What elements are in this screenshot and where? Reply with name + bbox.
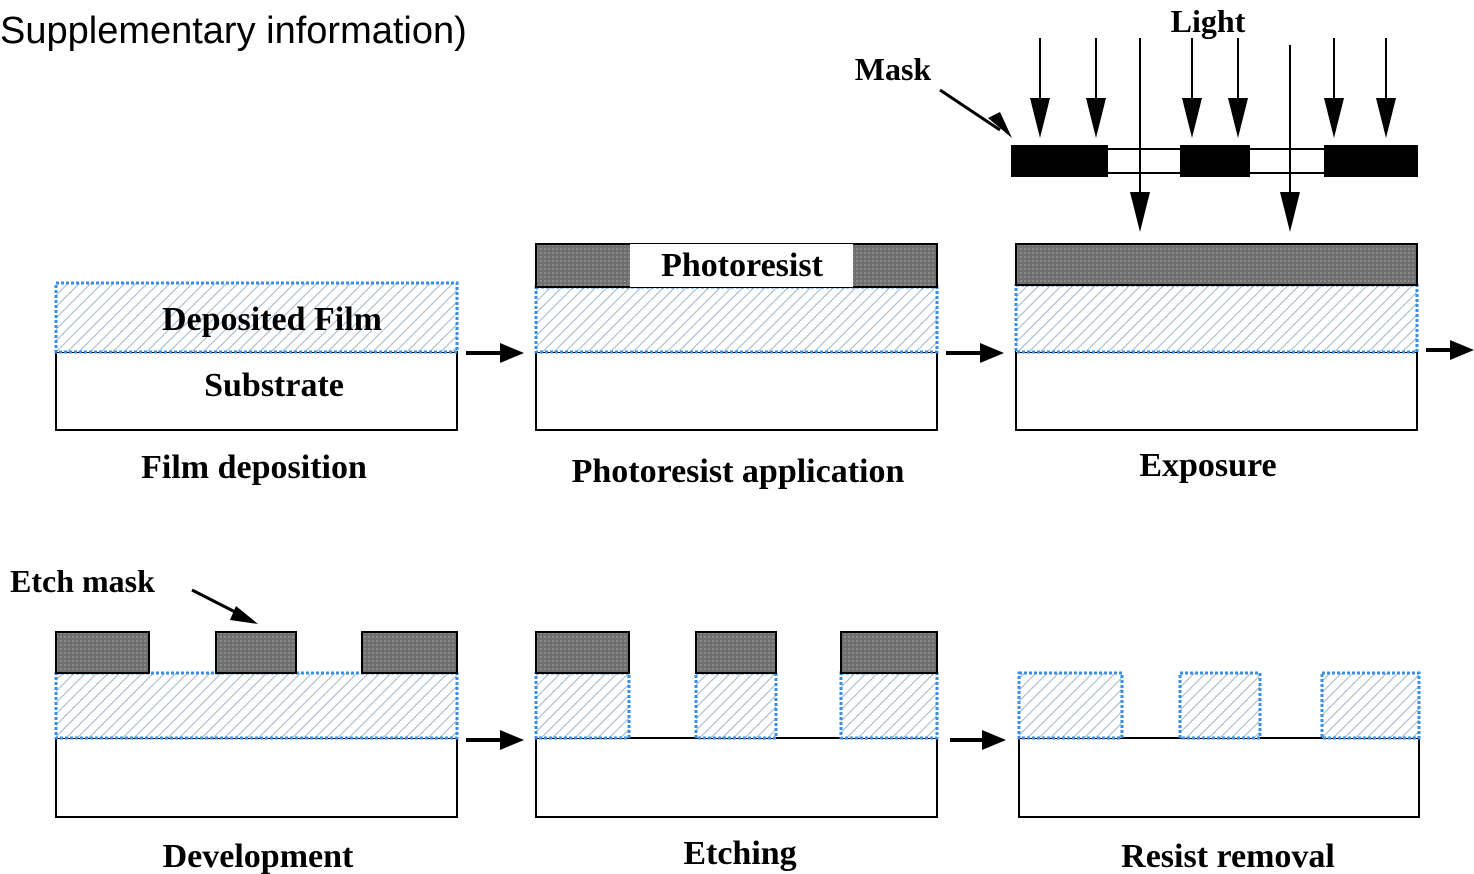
step-caption: Exposure (1139, 447, 1276, 484)
process-arrow (950, 730, 1006, 750)
film-block (534, 671, 631, 740)
deposited-film-layer (54, 281, 459, 354)
etch-mask-pointer-arrow (191, 588, 258, 624)
substrate-label: Substrate (204, 367, 344, 404)
mask-label: Mask (855, 51, 932, 87)
photoresist-label: Photoresist (661, 247, 823, 284)
light-label: Light (1171, 3, 1246, 39)
mask-pointer-arrow (939, 88, 1012, 138)
step-development: Etch mask Development (10, 563, 459, 874)
film-block (1178, 671, 1262, 740)
step-photoresist-application: Photoresist Photoresist application (534, 243, 939, 490)
substrate-layer (55, 737, 458, 818)
etch-mask-label: Etch mask (10, 563, 155, 599)
photoresist-block (535, 631, 630, 674)
step-caption: Etching (683, 835, 796, 872)
photoresist-block (840, 631, 938, 674)
film-block (694, 671, 778, 740)
deposited-film-layer (54, 671, 459, 740)
step-caption: Development (163, 838, 354, 874)
step-film-deposition: Deposited Film Substrate Film deposition (54, 281, 459, 486)
process-arrow (1426, 340, 1474, 360)
deposited-film-layer (1014, 283, 1419, 354)
substrate-layer (535, 351, 938, 431)
film-block (1320, 671, 1421, 740)
photoresist-block (695, 631, 777, 674)
photoresist-layer (1015, 243, 1418, 286)
process-arrow (466, 730, 524, 750)
step-caption: Film deposition (141, 449, 367, 486)
photomask (1011, 145, 1418, 177)
step-exposure: Light Mask Exposure (855, 3, 1419, 484)
step-etching: Etching (534, 631, 939, 872)
deposited-film-label: Deposited Film (162, 301, 382, 338)
process-arrow (946, 343, 1004, 363)
light-rays (1030, 38, 1396, 232)
process-arrow (466, 343, 524, 363)
film-block (1017, 671, 1124, 740)
substrate-layer (55, 351, 458, 431)
step-caption: Resist removal (1121, 838, 1335, 874)
photoresist-block (215, 631, 297, 674)
page-title: Supplementary information) (0, 10, 467, 52)
step-resist-removal: Resist removal (1017, 671, 1421, 874)
deposited-film-layer (534, 285, 939, 354)
substrate-layer (535, 737, 938, 818)
photoresist-block (361, 631, 458, 674)
substrate-layer (1018, 737, 1420, 818)
photoresist-block (55, 631, 150, 674)
substrate-layer (1015, 351, 1418, 431)
film-block (839, 671, 939, 740)
step-caption: Photoresist application (572, 453, 905, 490)
